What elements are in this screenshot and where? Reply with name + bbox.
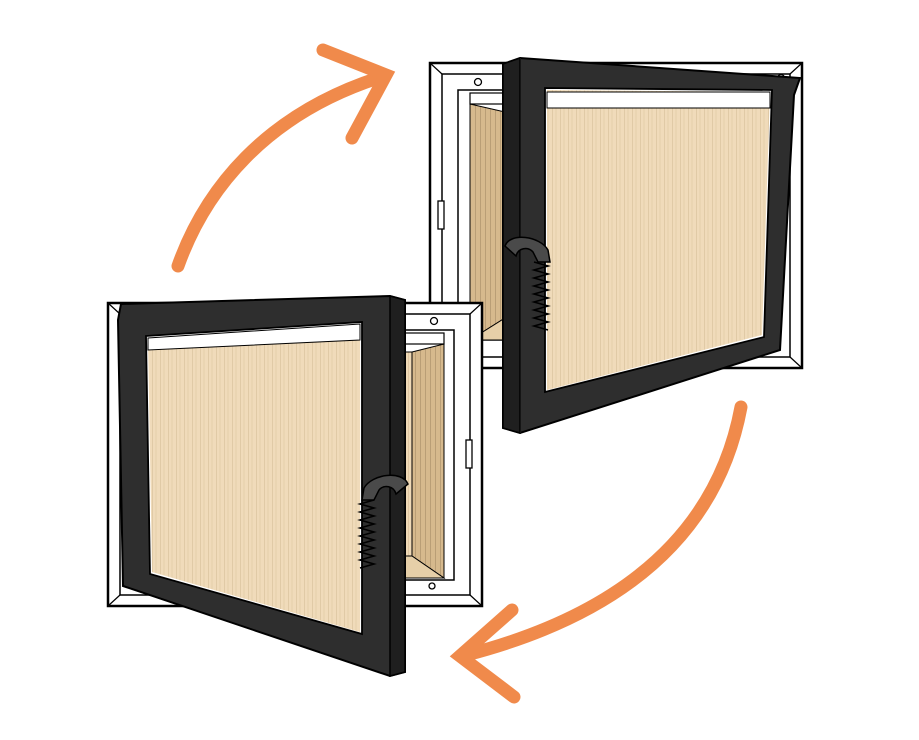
- bottom-right-arrow: [449, 400, 748, 704]
- door-frame: [502, 56, 802, 435]
- door-right-hinged: [428, 56, 804, 435]
- arrow-head: [449, 603, 521, 704]
- door-handle: [504, 236, 551, 331]
- handle-spring: [531, 261, 551, 331]
- door-handle: [357, 474, 409, 569]
- arrow-shaft: [171, 71, 385, 273]
- arrow-shaft: [459, 400, 748, 662]
- door-left-hinged: [106, 294, 484, 678]
- top-left-arrow: [171, 43, 396, 273]
- handle-spring: [357, 499, 377, 569]
- arrow-head: [316, 43, 396, 145]
- door-frame: [116, 294, 406, 678]
